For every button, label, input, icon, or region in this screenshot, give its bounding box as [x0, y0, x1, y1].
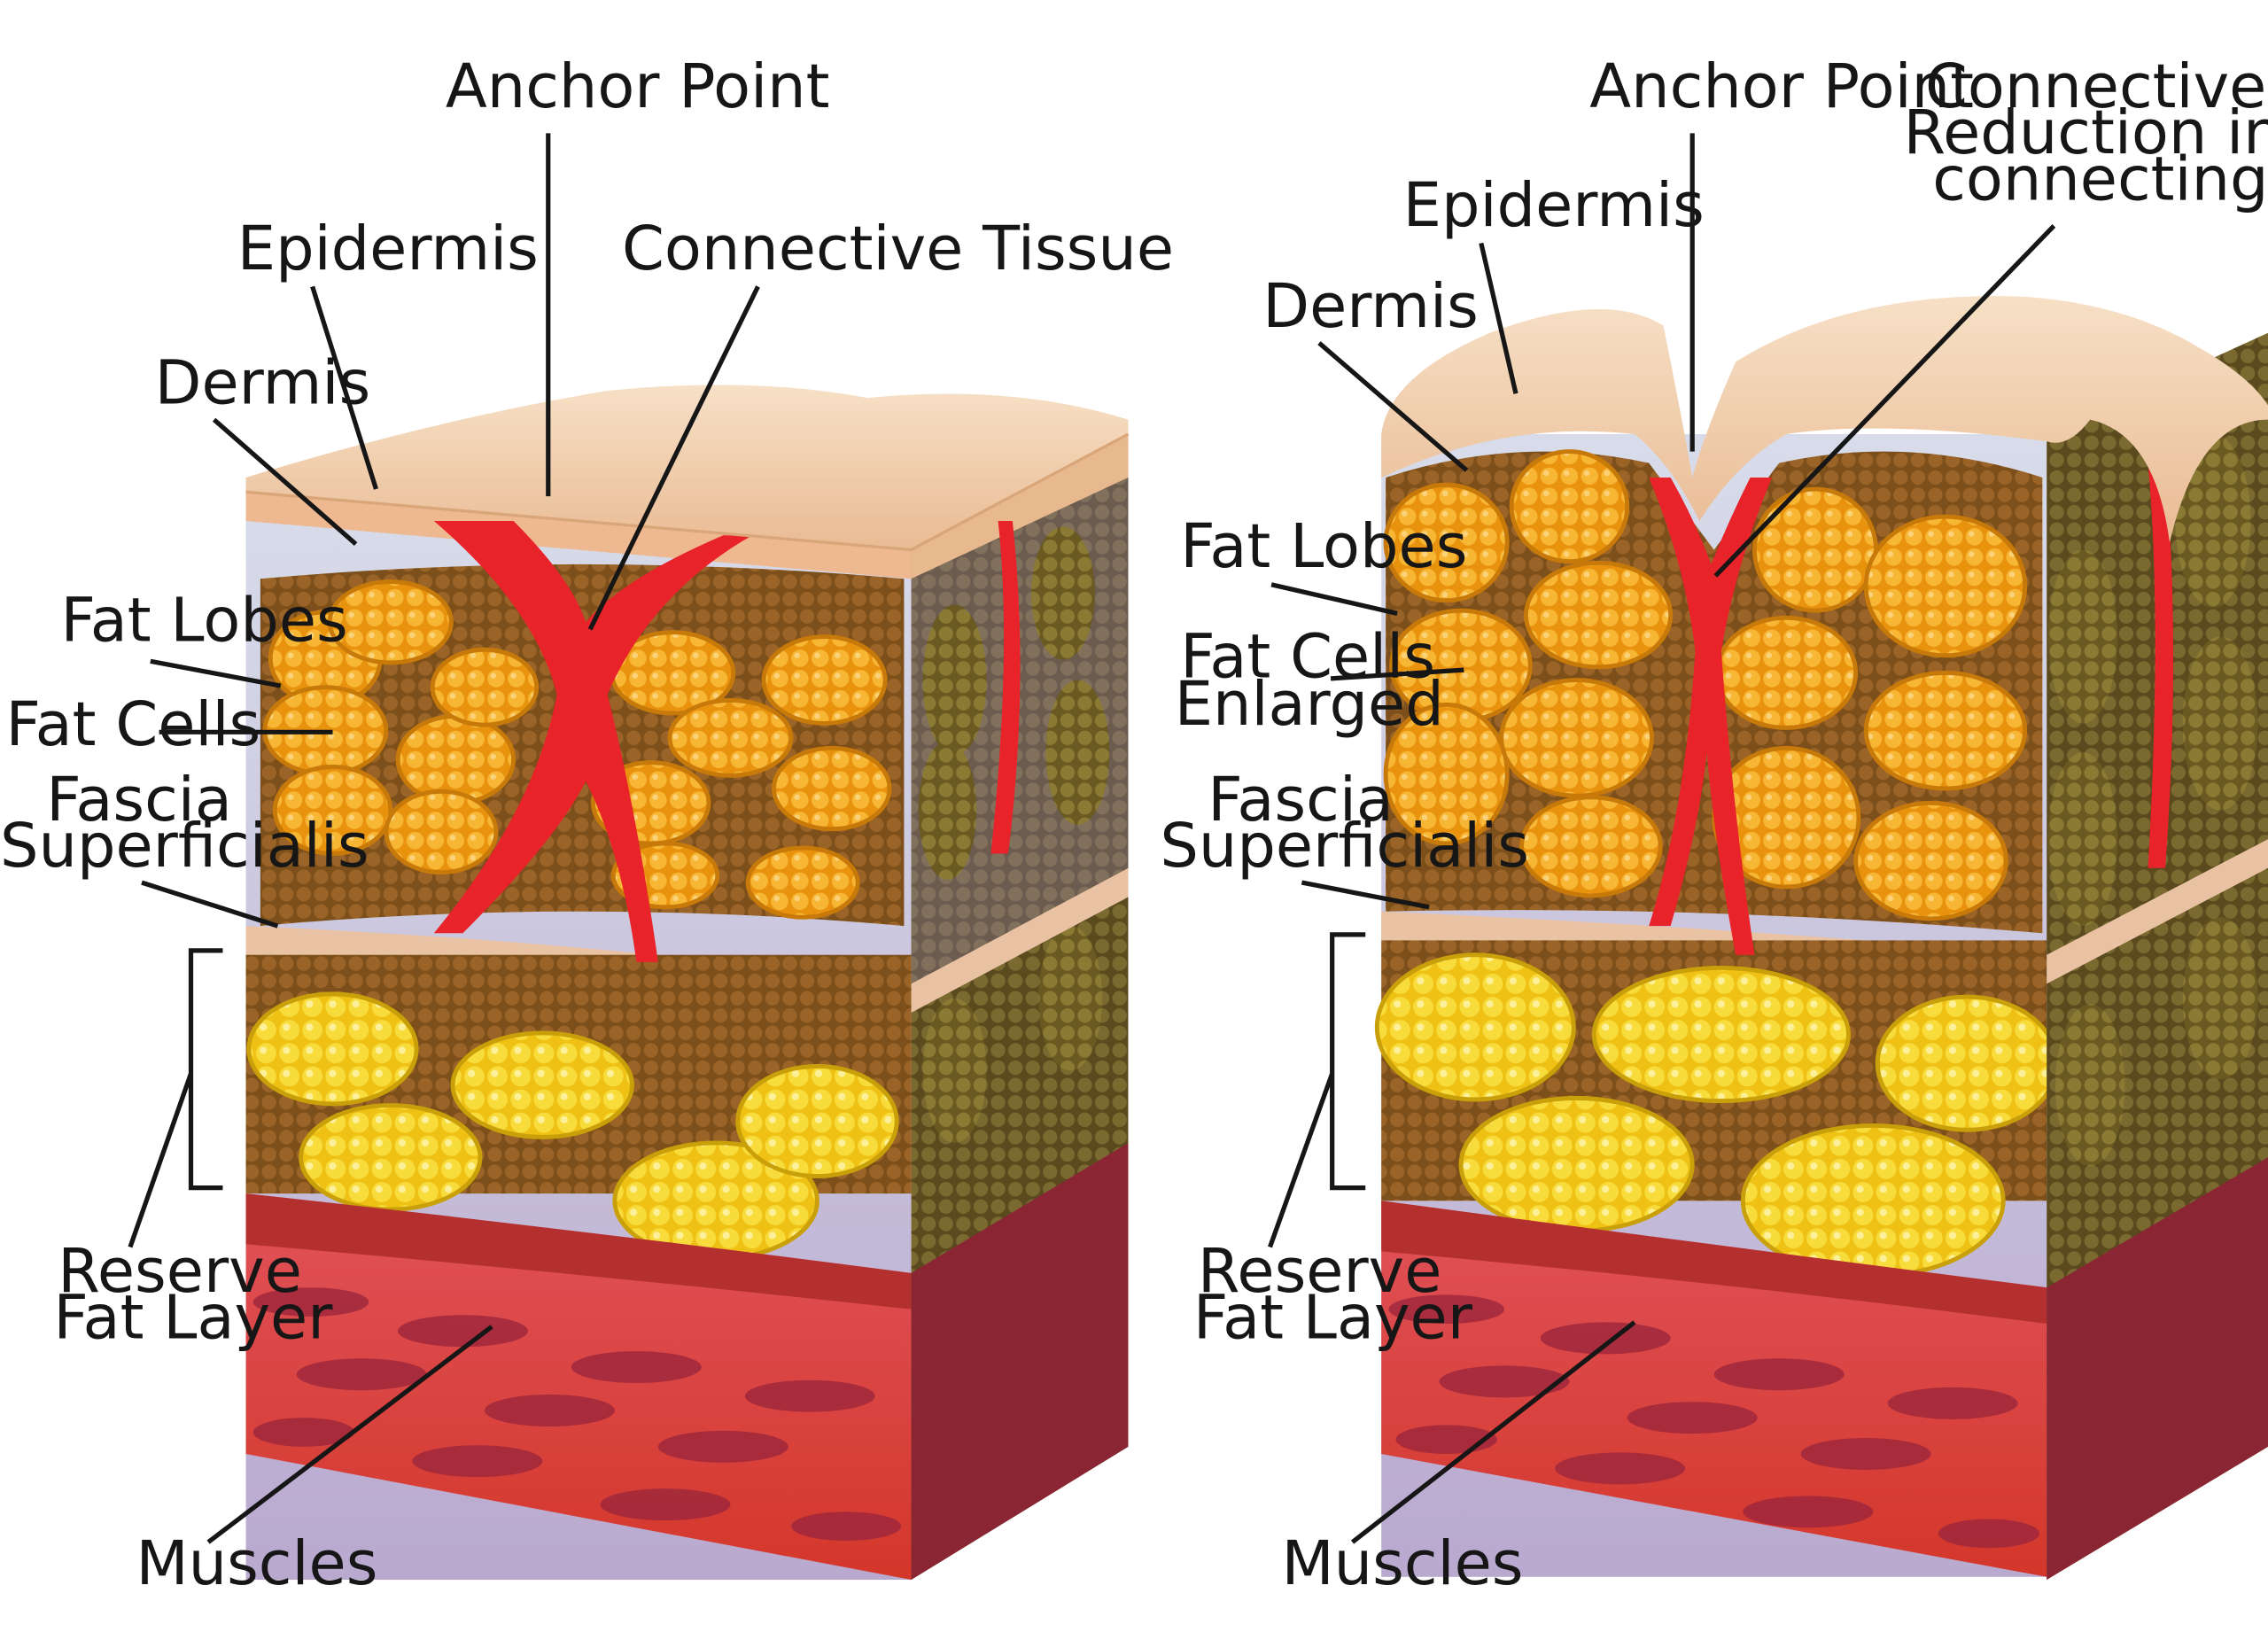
side-lobes — [918, 526, 1110, 1143]
label-connective-vertical: connecting tissue — [1932, 144, 2268, 214]
label-dermis: Dermis — [155, 348, 371, 419]
bracket-reserve-fat — [188, 948, 223, 1191]
label-muscles: Muscles — [1282, 1528, 1524, 1599]
cellulite-skin-block — [1374, 296, 2268, 1581]
leader-connective-tissue — [587, 285, 760, 631]
muscle-cells — [252, 1287, 902, 1541]
skin-surface — [245, 385, 1129, 550]
leader-fascia — [1301, 880, 1430, 910]
label-superficialis: Superficialis — [1160, 811, 1529, 882]
label-fat-cells: Fat Cells — [1180, 621, 1435, 692]
label-fat-layer: Fat Layer — [1193, 1282, 1473, 1353]
leader-reserve-fat — [1268, 1072, 1335, 1248]
leader-muscles — [206, 1325, 493, 1544]
label-epidermis: Epidermis — [237, 214, 539, 284]
enlarged-fat-lobes — [1383, 449, 2028, 921]
epidermis-layer — [245, 492, 912, 579]
bracket-reserve-fat — [1330, 932, 1366, 1191]
leader-dermis — [212, 417, 358, 547]
side-lobes — [2047, 433, 2258, 1167]
side-muscle — [2047, 1157, 2268, 1581]
muscle-fascia — [245, 1193, 912, 1309]
label-epidermis: Epidermis — [1403, 170, 1705, 241]
leader-fat-lobes — [1270, 582, 1398, 616]
label-connective-tissue: Connective Tissue — [1925, 51, 2268, 122]
label-connective-tissue: Connective Tissue — [622, 214, 1174, 284]
label-fascia: Fascia — [1208, 765, 1394, 835]
label-enlarged: Enlarged — [1175, 669, 1444, 740]
label-fat-lobes: Fat Lobes — [1180, 511, 1467, 582]
label-fat-layer: Fat Layer — [53, 1282, 333, 1353]
label-fascia: Fascia — [46, 765, 232, 835]
label-anchor-point: Anchor Point — [1589, 51, 1974, 122]
reserve-fat-lobes — [246, 991, 899, 1262]
leader-muscles — [1350, 1320, 1636, 1544]
label-reserve: Reserve — [58, 1236, 302, 1307]
leader-reserve-fat — [128, 1072, 193, 1248]
label-reserve: Reserve — [1198, 1236, 1442, 1307]
normal-skin-labels: Anchor Point Epidermis Connective Tissue… — [0, 51, 1174, 1599]
leader-fascia — [141, 880, 279, 929]
label-superficialis: Superficialis — [0, 811, 369, 882]
leader-fat-lobes — [150, 658, 282, 688]
normal-skin-block — [245, 385, 1130, 1581]
side-muscle — [911, 1142, 1129, 1581]
label-anchor-point: Anchor Point — [446, 51, 830, 122]
leader-fat-cells — [1330, 667, 1464, 681]
label-fat-cells: Fat Cells — [6, 689, 261, 760]
label-fat-lobes: Fat Lobes — [61, 585, 348, 656]
label-connective-reduction: Reduction in vertical — [1904, 97, 2268, 168]
leader-epidermis — [1479, 242, 1518, 394]
leader-dermis — [1317, 341, 1469, 472]
cellulite-skin-labels: Anchor Point Connective Tissue Reduction… — [1160, 51, 2268, 1599]
connective-tissue — [1649, 477, 1772, 955]
connective-tissue — [433, 520, 752, 962]
label-muscles: Muscles — [136, 1528, 377, 1599]
skin-surface — [1381, 296, 2268, 543]
muscle-fascia — [1381, 1201, 2047, 1325]
muscle-cells — [1388, 1294, 2040, 1549]
fat-lobes — [262, 579, 892, 920]
leader-connective-tissue — [1713, 224, 2056, 578]
label-dermis: Dermis — [1262, 271, 1479, 342]
leader-epidermis — [310, 285, 378, 490]
reserve-fat-lobes — [1374, 952, 2060, 1278]
